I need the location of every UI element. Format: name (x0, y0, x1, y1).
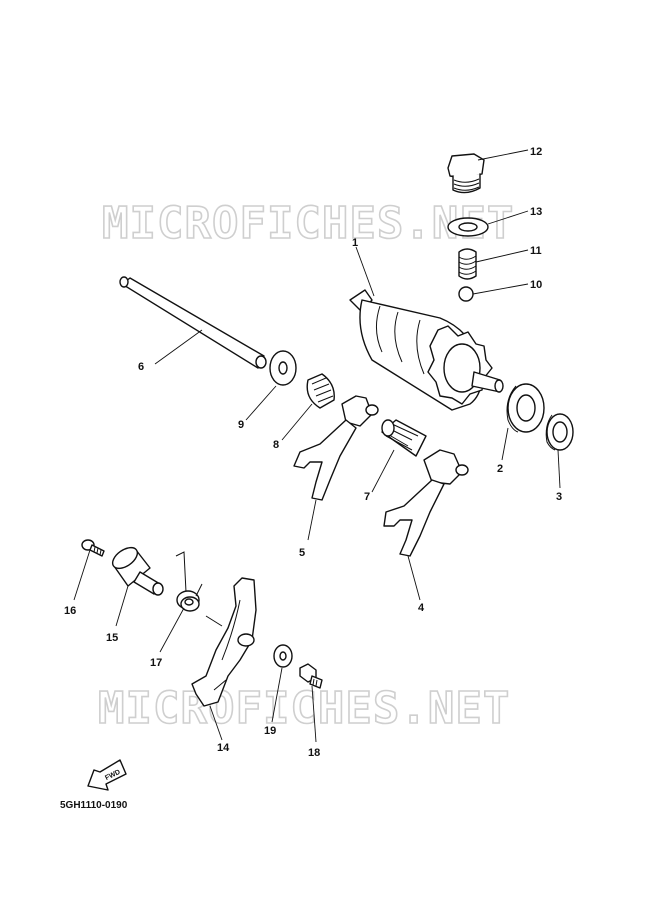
callout-17: 17 (150, 657, 162, 669)
callout-19: 19 (264, 725, 276, 737)
part-3-bearing (545, 413, 574, 451)
callout-10: 10 (530, 279, 542, 291)
part-8-spring (306, 373, 335, 409)
callout-14: 14 (217, 742, 230, 754)
leader-lines (73, 149, 561, 743)
part-1-shift-drum (349, 289, 504, 411)
callout-12: 12 (530, 146, 542, 158)
callout-2: 2 (497, 463, 503, 475)
part-6-guide-bar (119, 276, 267, 369)
diagram-code: 5GH1110-0190 (60, 800, 128, 811)
forward-arrow-icon: FWD (87, 759, 127, 791)
callout-1: 1 (352, 237, 358, 249)
part-10-ball (458, 286, 474, 302)
callout-7: 7 (364, 491, 370, 503)
callout-16: 16 (64, 605, 76, 617)
part-14-shift-lever (191, 577, 257, 707)
callout-labels: 12 13 11 10 1 2 3 6 9 8 7 5 4 16 15 17 1… (64, 146, 562, 759)
part-5-shift-fork (293, 395, 379, 501)
part-7-spring (381, 419, 427, 457)
callout-15: 15 (106, 632, 118, 644)
watermark-top: MICROFICHES.NET (102, 198, 514, 249)
part-9-washer (269, 350, 297, 386)
part-4-shift-fork (383, 449, 469, 557)
callout-18: 18 (308, 747, 320, 759)
part-17-torsion-spring (175, 551, 203, 612)
part-16-screw (81, 539, 105, 557)
part-11-spring (458, 248, 477, 280)
callout-4: 4 (418, 602, 425, 614)
callout-6: 6 (138, 361, 144, 373)
part-15-collar (111, 546, 164, 596)
callout-13: 13 (530, 206, 542, 218)
callout-9: 9 (238, 419, 244, 431)
part-19-washer (273, 644, 293, 668)
callout-5: 5 (299, 547, 305, 559)
watermark-bottom: MICROFICHES.NET (98, 683, 510, 734)
part-18-bolt (299, 663, 323, 689)
part-12-plug-bolt (447, 153, 485, 194)
callout-8: 8 (273, 439, 279, 451)
callout-3: 3 (556, 491, 562, 503)
callout-11: 11 (530, 245, 542, 257)
part-2-bearing (506, 383, 545, 433)
part-13-gasket (447, 217, 489, 237)
